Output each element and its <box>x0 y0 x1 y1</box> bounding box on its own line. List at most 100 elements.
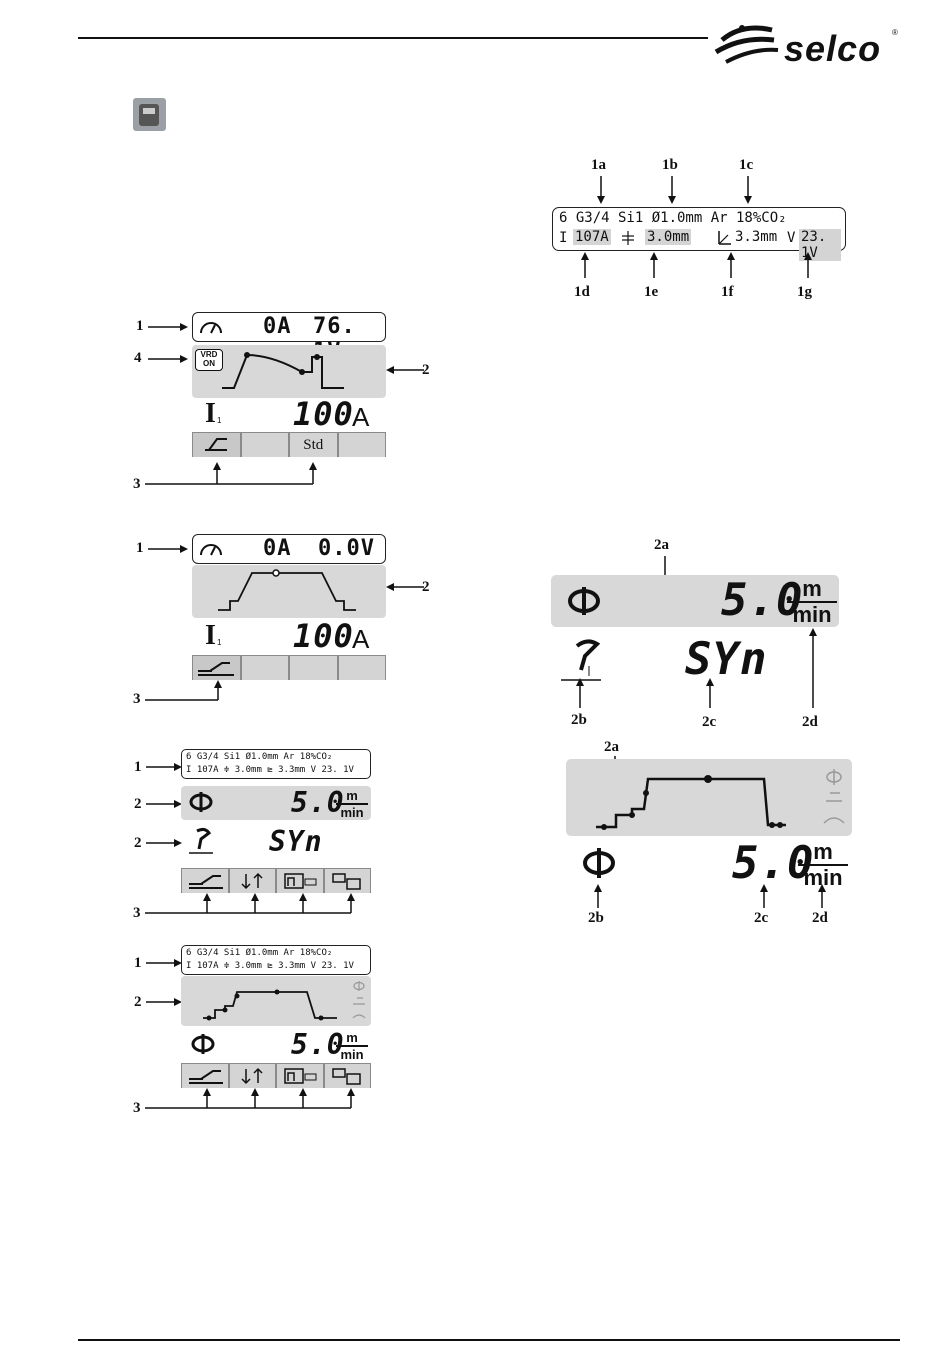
tab-empty-3[interactable] <box>337 655 386 680</box>
callout-3: 3 <box>133 905 141 921</box>
callout-3: 3 <box>133 691 141 707</box>
unit-top: m <box>802 576 822 601</box>
mode-row-large: SYn <box>551 632 839 688</box>
param-value: 100 <box>293 395 354 433</box>
wire-speed-row-large: 5.0 m min <box>566 838 852 892</box>
synergy-line2: I 107A ≑ 3.0mm ⊵ 3.3mm V 23. 1V <box>186 961 354 971</box>
tab-empty-1[interactable] <box>240 432 289 457</box>
arrow-callout-2b <box>386 583 424 591</box>
spot-mode-icon <box>284 873 317 889</box>
thickness-value: 3.0mm <box>645 229 692 245</box>
callout-2: 2 <box>134 796 142 812</box>
arrow-callout-2 <box>146 800 182 808</box>
current-readout: 0A <box>263 536 292 561</box>
graph-panel-2 <box>192 565 386 618</box>
tab-std-label: Std <box>303 436 324 453</box>
manual-icon <box>133 98 166 131</box>
tab-job-memory[interactable] <box>323 1063 371 1088</box>
callout-2b: 2b <box>588 910 604 926</box>
synergy-line2: I 107A 3.0mm 3.3mm V 23. 1V <box>557 229 841 261</box>
selco-logo: selco ® <box>712 18 902 70</box>
arrow-callout-1 <box>146 763 182 771</box>
callout-2a: 2a <box>654 537 669 553</box>
unit-top: m <box>813 839 833 864</box>
tab-spot-mode[interactable] <box>276 868 324 893</box>
callout-1e: 1e <box>644 284 659 300</box>
wire-speed-value: 5.0 <box>291 1028 345 1061</box>
callout-2c: 2c <box>702 714 717 730</box>
callout-1: 1 <box>134 955 142 971</box>
tab-empty-1[interactable] <box>240 655 289 680</box>
param-value: 100 <box>293 617 354 655</box>
tab-process-tig[interactable] <box>192 655 241 680</box>
meter-icon <box>199 317 223 342</box>
synergy-line2: I 107A ≑ 3.0mm ⊵ 3.3mm V 23. 1V <box>186 765 354 775</box>
tab-spot-mode[interactable] <box>276 1063 324 1088</box>
tab-trigger-mode[interactable] <box>228 1063 276 1088</box>
tab-trigger-mode[interactable] <box>228 868 276 893</box>
tab-torch-settings[interactable] <box>181 868 229 893</box>
wire-speed-unit: m min <box>336 1031 368 1061</box>
spot-mode-icon <box>284 1068 317 1084</box>
callout-1a: 1a <box>591 157 606 173</box>
job-memory-icon <box>332 873 361 890</box>
voltage-value: 23. 1V <box>799 229 841 261</box>
synergy-info-large: 6 G3/4 Si1 Ø1.0mm Ar 18%CO₂ I 107A 3.0mm… <box>552 207 846 261</box>
graph-panel-small <box>181 976 371 1026</box>
callout-2d: 2d <box>812 910 828 926</box>
arrow-callout-4 <box>148 355 188 363</box>
tig-torch-icon <box>198 662 235 676</box>
side-icons-small <box>352 981 366 1019</box>
callout-3: 3 <box>133 1100 141 1116</box>
synergic-curve-small <box>203 981 366 1021</box>
registered-mark: ® <box>892 28 898 37</box>
current-readout: 0A <box>263 314 292 339</box>
callout-3: 3 <box>133 476 141 492</box>
unit-bottom: min <box>792 602 832 627</box>
wire-speed-unit: m min <box>798 841 848 889</box>
wire-speed-value: 5.0 <box>732 838 815 889</box>
wire-feed-icon <box>567 587 601 620</box>
callout-4: 4 <box>134 350 142 366</box>
mode-value: SYn <box>685 634 768 685</box>
param-row-1: I 1 100 A <box>205 395 385 433</box>
voltage-readout: 0.0V <box>318 536 375 561</box>
status-bar-2: 0A 0.0V <box>192 534 386 564</box>
tab-std[interactable]: Std <box>289 432 338 457</box>
footer-rule <box>78 1339 900 1341</box>
wire-feed-icon <box>582 848 616 883</box>
synergy-line1: 6 G3/4 Si1 Ø1.0mm Ar 18%CO₂ <box>559 210 787 226</box>
callout-2: 2 <box>134 994 142 1010</box>
param-unit: A <box>352 624 370 654</box>
callout-1d: 1d <box>574 284 590 300</box>
status-bar-1: 0A 76. 1V <box>192 312 386 364</box>
callout-2-right: 2 <box>422 362 430 378</box>
bracket-callout-3 <box>145 1088 355 1109</box>
fillet-value: 3.3mm <box>735 229 778 245</box>
wire-speed-unit: m min <box>336 789 368 819</box>
tab-torch-settings[interactable] <box>181 1063 229 1088</box>
wire-speed-unit: m min <box>787 578 837 626</box>
bracket-callout-3 <box>145 893 355 914</box>
tab-empty-2[interactable] <box>337 432 386 457</box>
tab-empty-2[interactable] <box>289 655 338 680</box>
tab-process-mig[interactable] <box>192 432 241 457</box>
header-rule <box>78 37 708 39</box>
synergy-line1: 6 G3/4 Si1 Ø1.0mm Ar 18%CO₂ <box>186 752 333 762</box>
wire-speed-panel-small: 5.0 m min <box>181 786 371 820</box>
current-value: 107A <box>573 229 611 245</box>
vrd-badge-top: VRD <box>200 350 218 359</box>
callout-2: 2 <box>134 835 142 851</box>
param-symbol: I <box>205 620 216 651</box>
synergy-info-small-1: 6 G3/4 Si1 Ø1.0mm Ar 18%CO₂ I 107A ≑ 3.0… <box>181 749 371 779</box>
vrd-badge: VRD ON <box>195 349 223 371</box>
arrows-2bcd-lower <box>594 884 826 908</box>
callout-1: 1 <box>134 759 142 775</box>
trigger-mode-icon <box>241 872 263 890</box>
callout-1: 1 <box>136 318 144 334</box>
arrows-1abc <box>597 176 752 204</box>
vrd-badge-bottom: ON <box>203 359 215 368</box>
callout-2b: 2b <box>571 712 587 728</box>
tab-job-memory[interactable] <box>323 868 371 893</box>
tab-bar-2 <box>192 655 386 680</box>
